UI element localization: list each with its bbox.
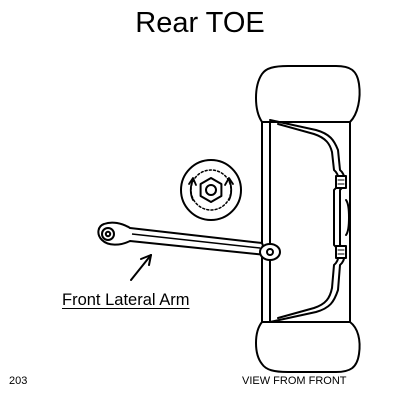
page-title: Rear TOE [135, 7, 265, 39]
front-lateral-arm-label: Front Lateral Arm [62, 291, 190, 309]
front-lateral-arm [97, 221, 281, 261]
pointer-arrow-icon [130, 254, 152, 281]
page-number: 203 [9, 375, 28, 387]
view-label: VIEW FROM FRONT [242, 375, 347, 387]
wheel-icon [255, 65, 361, 373]
adjuster-icon [180, 159, 242, 221]
